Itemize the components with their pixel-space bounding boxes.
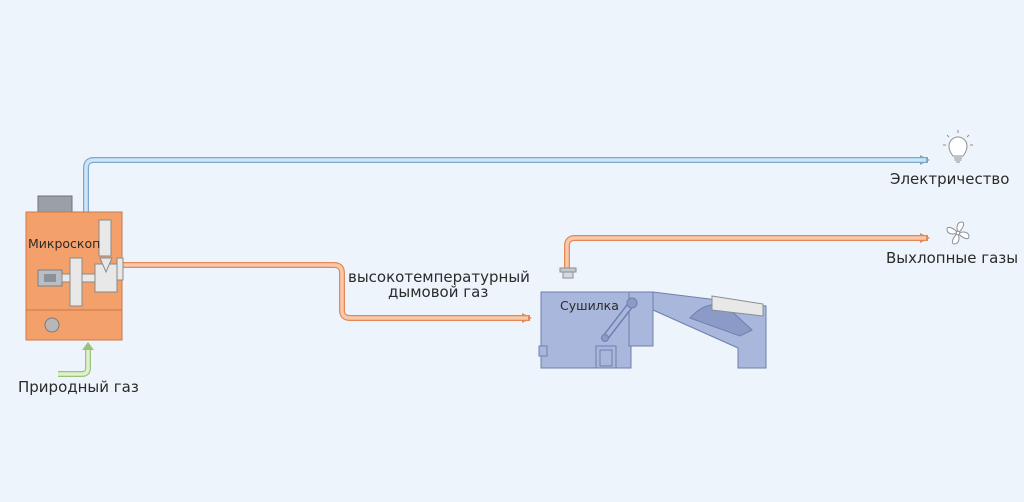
light-bulb-icon [943,130,973,163]
fan-icon [946,221,970,245]
electricity-flow-line [83,155,930,212]
flue-gas-flow-line [120,262,532,323]
flue-gas-label-line2: дымовой газ [388,283,489,301]
dryer-label: Сушилка [560,298,619,313]
flue-gas-label-line1: высокотемпературный [348,268,530,286]
dryer-machine [538,267,767,369]
natural-gas-label: Природный газ [18,378,139,396]
microscope-engine [25,195,124,341]
electricity-label: Электричество [890,170,1010,188]
exhaust-flow-line [564,233,930,272]
microscope-label: Микроскоп [28,236,101,251]
exhaust-label: Выхлопные газы [886,249,1019,267]
natural-gas-flow-line [58,342,94,377]
